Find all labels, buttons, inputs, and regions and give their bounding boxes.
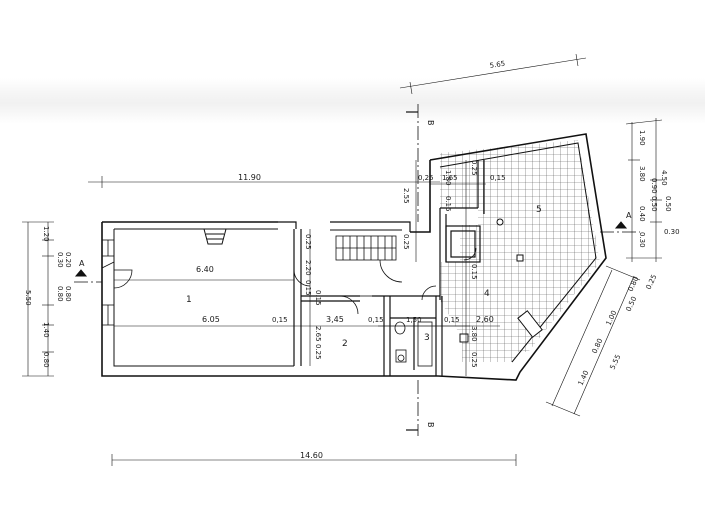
dim-wall-c: 0,15 [444,316,460,324]
section-label-b-top: B [426,120,435,126]
room-number-3: 3 [424,333,430,343]
window-marks [102,239,114,326]
dim-right-450: 4.50 [660,170,668,186]
dim-v-015b: 0.15 [470,264,478,280]
dim-v-380: 3.80 [470,326,478,342]
dim-top-025: 0,25 [418,174,434,182]
dim-v-015: 0.15 [304,280,312,296]
dim-v-025e: 0.25 [470,352,478,368]
dim-left-030: 0.30 [56,252,64,268]
dim-left-080b: 0.80 [64,286,72,302]
dim-v-025c: 0.25 [304,234,312,250]
dim-diag-080a: 0.80 [627,275,641,293]
dim-room1-bottom: 6.05 [202,315,220,324]
dim-left-120: 1.20 [42,226,50,242]
dim-diag-025: 0.25 [645,273,659,291]
door-swings [101,247,477,315]
dim-overall-top: 11.90 [238,173,261,182]
section-arrows [74,111,628,431]
dim-left-550: 5.50 [24,290,32,306]
section-label-a-left: A [79,259,85,268]
dim-wall-a: 0,15 [272,316,288,324]
dim-wall-b: 0,15 [368,316,384,324]
kitchen-counter [459,218,543,343]
dim-v-220: 2.20 [304,260,312,276]
fireplace-symbol [203,228,227,245]
dim-right-050a: 0.50 [650,196,658,212]
dim-top-165: 1,65 [442,174,458,182]
dim-right-030a: 0.30 [638,232,646,248]
exterior-walls [101,133,607,381]
dim-v-025b: 0.25 [402,234,410,250]
dim-right-090: 0.90 [650,178,658,194]
dim-right-380: 3.80 [638,166,646,182]
dim-right-050b: 0.50 [664,196,672,212]
dim-diag-100: 1.00 [605,309,619,327]
room-number-2: 2 [342,339,348,349]
dim-v-255: 2.55 [402,188,410,204]
dim-left-080c: 0.80 [42,352,50,368]
dim-left-140: 1.40 [42,322,50,338]
section-label-b-bottom: B [426,422,435,428]
dim-top-small: 5.65 [489,60,506,70]
dim-corr-15a: 0.15 [314,290,322,306]
dim-stair-180: 1.80 [444,170,452,186]
room-number-4: 4 [484,289,490,299]
room-number-1: 1 [186,295,192,305]
dim-stair-015: 0.15 [444,196,452,212]
dim-left-020: 0.20 [64,252,72,268]
dim-diag-140: 1.40 [577,369,591,387]
dim-corr-265: 2.65 [314,326,322,342]
dim-corr-260: 2,60 [476,315,494,324]
dim-right-190: 1.90 [638,130,646,146]
dim-right-030b: 0.30 [664,228,680,236]
bathroom-fixtures [394,321,433,367]
dim-room2-width: 3,45 [326,315,344,324]
dim-right-040: 0.40 [638,206,646,222]
dim-diag-050: 0.50 [625,295,639,313]
dim-top-015: 0,15 [490,174,506,182]
tiled-floor-area [440,140,600,362]
dim-left-080a: 0.80 [56,286,64,302]
room-number-5: 5 [536,205,542,215]
dim-corr-150: 1,50 [406,316,422,324]
section-label-a-right: A [626,211,632,220]
scan-noise-band [0,78,705,124]
dim-room1-top: 6.40 [196,265,214,274]
dim-overall-bottom: 14.60 [300,451,323,460]
section-line-a [74,231,640,283]
dim-corr-025a: 0.25 [314,344,322,360]
dim-v-025d: 0.25 [470,160,478,176]
staircase [335,235,397,261]
dim-diag-080b: 0.80 [591,337,605,355]
dim-diag-555: 5.55 [609,353,623,371]
dimension-lines [22,53,663,466]
